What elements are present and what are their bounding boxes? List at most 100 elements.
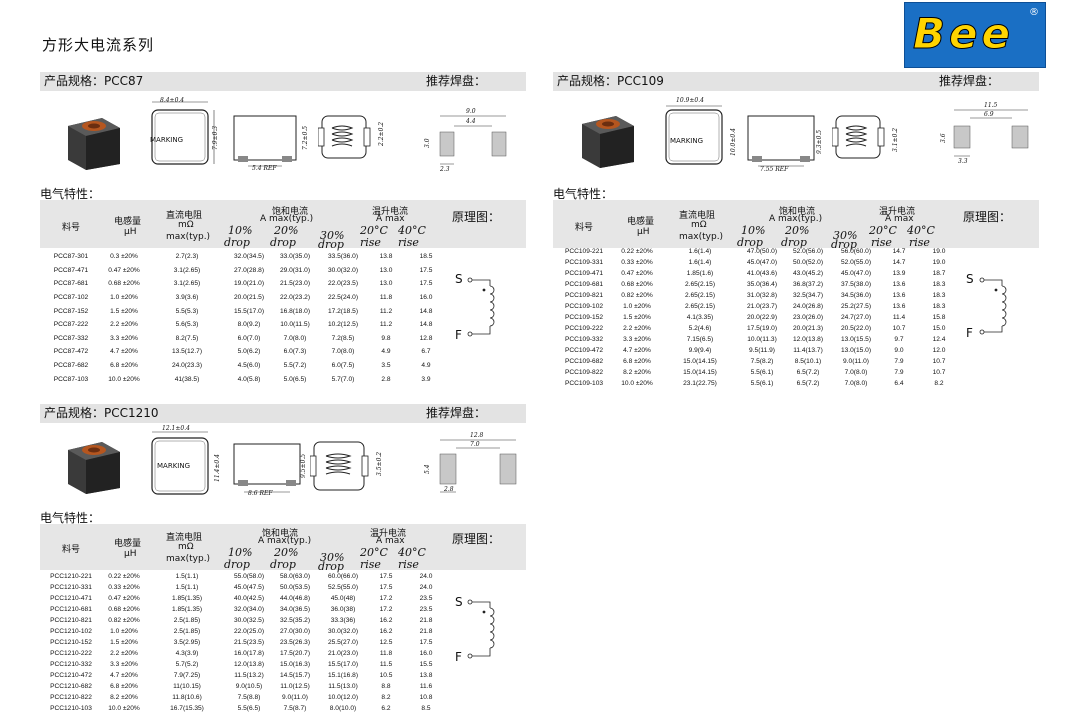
cell-sat10: 55.0(58.0)	[233, 573, 265, 580]
cell-part: PCC1210-821	[50, 617, 92, 624]
cell-dcr: 9.9(9.4)	[688, 347, 712, 354]
cell-sat30: 33.3(36)	[330, 617, 356, 624]
cell-sat20: 44.0(46.8)	[279, 595, 311, 602]
cell-temp20: 11.4	[892, 314, 906, 321]
schematic-s: S	[455, 272, 463, 286]
h-t20: 20°C	[869, 224, 897, 237]
h-ind: 电感量	[114, 217, 142, 227]
cell-sat30: 36.0(38)	[330, 606, 356, 613]
h-schematic: 原理图：	[452, 532, 501, 546]
cell-sat10: 6.0(7.0)	[237, 334, 261, 342]
h-dcr-typ: max(typ.)	[166, 232, 211, 242]
cell-sat20: 32.5(34.7)	[792, 292, 824, 299]
cell-inductance: 4.7 ±20%	[110, 672, 138, 679]
cell-part: PCC1210-822	[50, 694, 92, 701]
cell-inductance: 10.0 ±20%	[108, 375, 140, 383]
cell-part: PCC109-821	[564, 292, 604, 299]
cell-part: PCC1210-472	[50, 672, 92, 679]
side-view-pcc1210	[233, 443, 301, 493]
pad-foot: 2.8	[444, 486, 454, 493]
h-rise20: rise	[360, 558, 381, 571]
cell-temp20: 13.0	[379, 280, 393, 288]
cell-part: PCC87-471	[53, 266, 89, 274]
cell-temp20: 11.2	[379, 307, 393, 315]
cell-temp20: 13.6	[892, 281, 906, 288]
marking-text: MARKING	[670, 137, 704, 145]
spec-label: 产品规格：	[44, 74, 105, 88]
cell-part: PCC1210-682	[50, 683, 92, 690]
cell-sat30: 8.0(10.0)	[329, 705, 357, 712]
cell-part: PCC87-682	[53, 362, 89, 370]
cell-sat20: 33.0(35.0)	[279, 253, 311, 261]
cell-temp40: 18.3	[932, 292, 946, 299]
elec-label: 电气特性：	[553, 187, 614, 201]
cell-temp20: 12.5	[379, 639, 393, 646]
h-ind-unit: μH	[124, 227, 137, 237]
h-t20: 20°C	[360, 224, 388, 237]
cell-sat30: 52.0(55.0)	[840, 259, 872, 266]
cell-inductance: 0.22 ±20%	[621, 248, 653, 255]
h-dcr-unit: mΩ	[178, 220, 194, 230]
dim-side-height: 7.2±0.5	[302, 125, 309, 150]
cell-part: PCC109-331	[564, 259, 604, 266]
side-view-pcc109	[747, 115, 815, 167]
cell-sat10: 21.5(23.5)	[233, 639, 265, 646]
h-temp-unit: A max	[376, 536, 405, 546]
cell-sat10: 21.0(23.7)	[746, 303, 778, 310]
product-photo-pcc1210	[68, 442, 120, 494]
cell-sat30: 52.5(55.0)	[327, 584, 359, 591]
cell-sat20: 7.0(8.0)	[283, 334, 307, 342]
solder-pad-label: 推荐焊盘：	[426, 74, 487, 88]
cell-sat30: 7.2(8.5)	[331, 334, 355, 342]
cell-part: PCC87-472	[53, 348, 89, 356]
cell-inductance: 0.68 ±20%	[108, 606, 140, 613]
cell-sat10: 45.0(47.5)	[233, 584, 265, 591]
cell-temp40: 10.7	[932, 358, 946, 365]
cell-sat20: 23.5(26.3)	[279, 639, 311, 646]
spec-label: 产品规格：	[44, 406, 105, 420]
cell-inductance: 0.33 ±20%	[621, 259, 653, 266]
cell-dcr: 2.65(2.15)	[684, 303, 716, 310]
cell-temp40: 23.5	[419, 595, 433, 602]
h-p30: 30%	[320, 229, 345, 242]
cell-dcr: 5.5(5.3)	[175, 307, 199, 315]
cell-sat20: 11.0(12.5)	[280, 683, 310, 690]
cell-dcr: 2.7(2.3)	[175, 253, 199, 261]
h-schematic: 原理图：	[452, 210, 501, 224]
cell-temp40: 16.0	[419, 294, 433, 302]
cell-temp40: 17.5	[419, 280, 433, 288]
pad-foot: 2.3	[440, 166, 450, 173]
cell-sat10: 30.0(32.5)	[233, 617, 265, 624]
h-dcr: 直流电阻	[166, 211, 203, 221]
h-drop20: drop	[781, 236, 807, 249]
cell-temp40: 15.8	[932, 314, 946, 321]
h-sat-unit: A max(typ.)	[260, 214, 314, 224]
cell-part: PCC109-681	[564, 281, 604, 288]
cell-inductance: 10.0 ±20%	[621, 380, 653, 387]
inductor-symbol	[979, 277, 1007, 335]
cell-dcr: 2.5(1.85)	[173, 617, 201, 624]
cell-dcr: 8.2(7.5)	[175, 334, 199, 342]
cell-sat20: 58.0(63.0)	[279, 573, 311, 580]
h-rise20: rise	[871, 236, 892, 249]
cell-temp20: 3.5	[381, 362, 391, 370]
cell-temp20: 17.5	[379, 573, 393, 580]
cell-sat10: 5.5(6.1)	[750, 369, 774, 376]
cell-inductance: 8.2 ±20%	[110, 694, 138, 701]
cell-sat30: 15.1(16.8)	[327, 672, 359, 679]
h-part: 料号	[62, 545, 81, 555]
dim-ref: 8.6 REF	[248, 490, 273, 497]
cell-temp20: 16.2	[379, 628, 393, 635]
cell-sat10: 41.0(43.6)	[746, 270, 778, 277]
cell-temp40: 11.6	[419, 683, 433, 690]
cell-dcr: 15.0(14.15)	[683, 369, 717, 376]
cell-sat10: 7.5(8.2)	[750, 358, 774, 365]
cell-part: PCC1210-331	[50, 584, 92, 591]
